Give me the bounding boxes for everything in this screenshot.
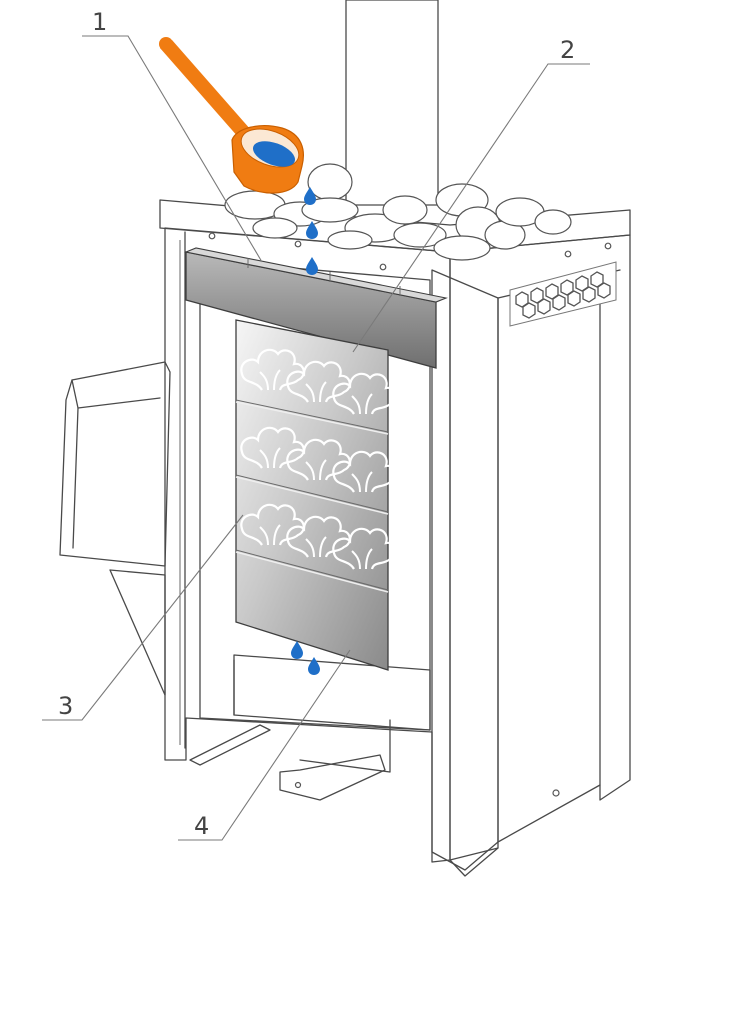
rim-bolts bbox=[208, 232, 612, 271]
stove-body bbox=[159, 199, 631, 877]
sauna-stones bbox=[224, 163, 572, 261]
firebox-extension bbox=[59, 361, 171, 696]
deflector-bar bbox=[184, 247, 448, 369]
leader-lines bbox=[42, 35, 590, 841]
callout-3: 3 bbox=[58, 692, 73, 720]
chimney-pipe bbox=[345, 0, 439, 206]
ladle-icon bbox=[159, 37, 304, 194]
callout-2: 2 bbox=[560, 36, 575, 64]
callout-4: 4 bbox=[194, 812, 209, 840]
callout-1: 1 bbox=[92, 8, 107, 36]
grille-icon bbox=[509, 261, 617, 327]
steam-panel bbox=[235, 319, 397, 671]
